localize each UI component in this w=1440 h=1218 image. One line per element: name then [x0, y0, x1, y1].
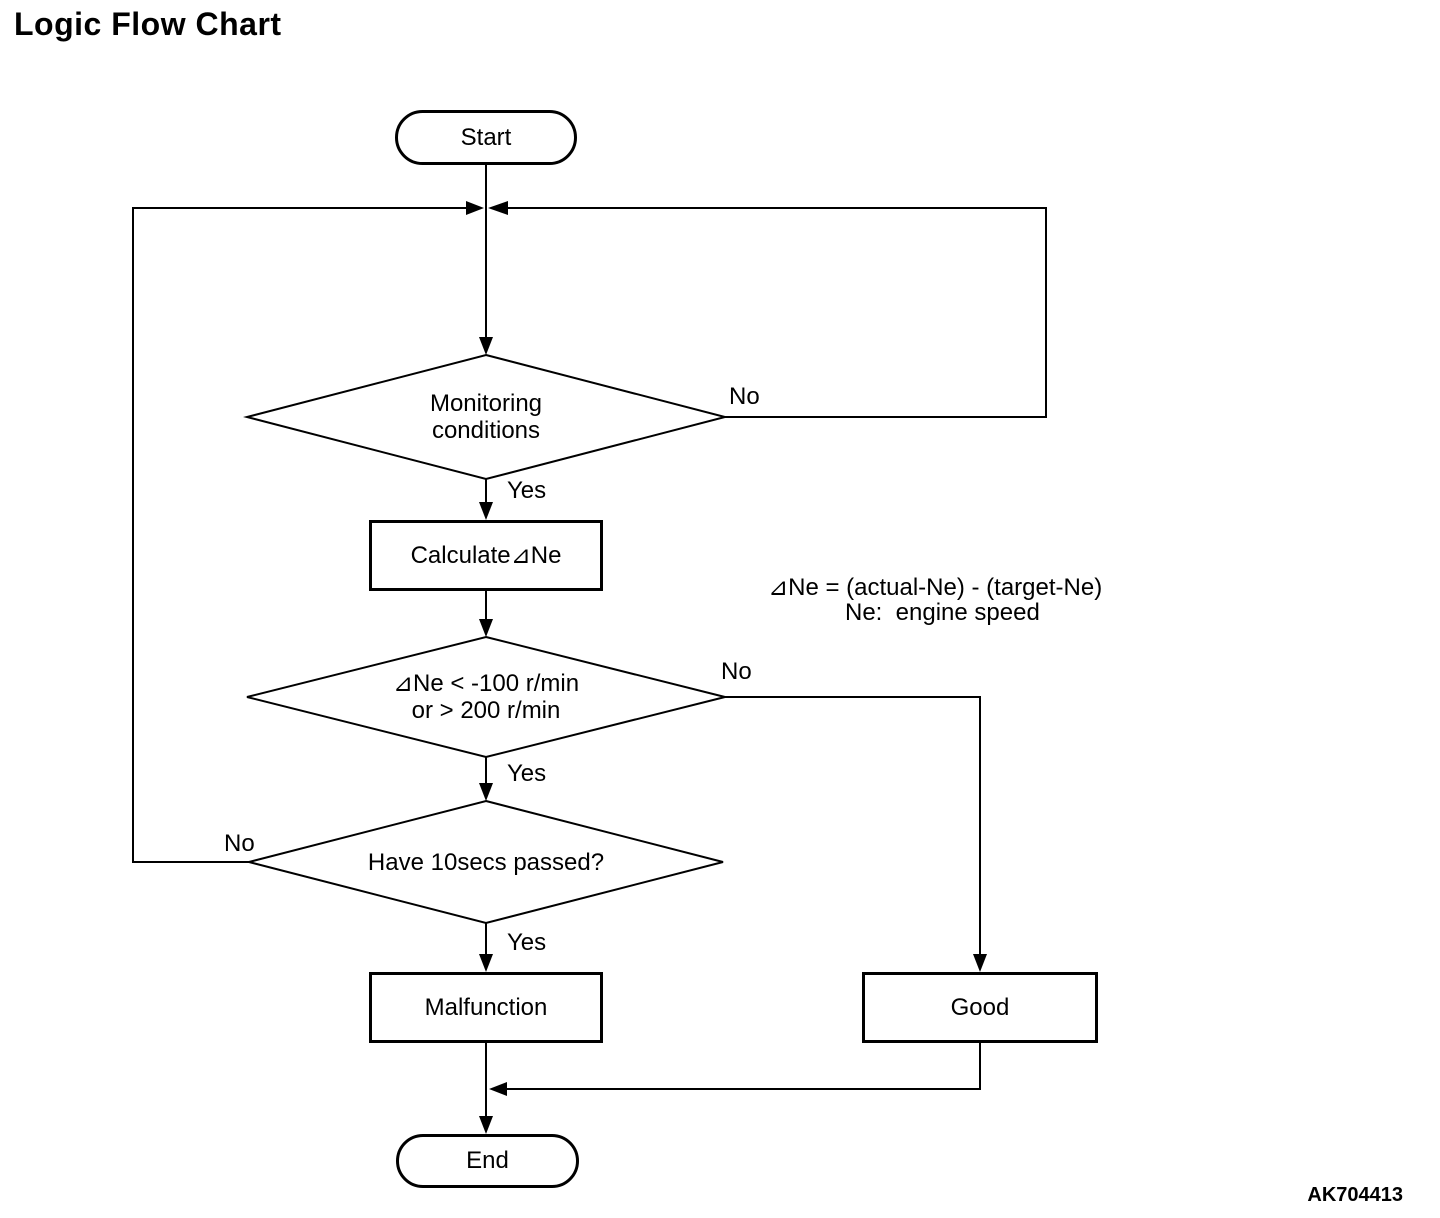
- ten-secs-yes-label: Yes: [507, 929, 547, 956]
- ten-secs-decision-label: Have 10secs passed?: [336, 849, 636, 876]
- loop-right-line: [508, 207, 1047, 418]
- calculate-node: Calculate⊿Ne: [369, 520, 603, 591]
- delta-no-line: [725, 696, 981, 955]
- end-node-label: End: [466, 1147, 509, 1174]
- loop-left-line: [132, 207, 466, 863]
- start-node: Start: [395, 110, 577, 165]
- page-title: Logic Flow Chart: [14, 6, 282, 42]
- calculate-to-delta-arrowhead: [479, 619, 493, 637]
- monitoring-decision-label: Monitoring conditions: [336, 390, 636, 444]
- engine-speed-note: Ne: engine speed: [845, 599, 1040, 626]
- good-node: Good: [862, 972, 1098, 1043]
- delta-no-label: No: [721, 658, 752, 685]
- monitoring-yes-label: Yes: [507, 477, 547, 504]
- loop-right-arrowhead: [488, 201, 508, 215]
- ten-secs-yes-arrowhead: [479, 954, 493, 972]
- delta-yes-label: Yes: [507, 760, 547, 787]
- figure-code: AK704413: [1307, 1184, 1403, 1206]
- ten-secs-label-text: Have 10secs passed?: [367, 849, 605, 876]
- end-node: End: [396, 1134, 579, 1188]
- monitoring-yes-arrowhead: [479, 502, 493, 520]
- malfunction-node: Malfunction: [369, 972, 603, 1043]
- start-node-label: Start: [460, 123, 512, 151]
- monitoring-label-line1: Monitoring: [429, 390, 543, 417]
- loop-left-arrowhead: [466, 201, 484, 215]
- delta-yes-arrowhead: [479, 783, 493, 801]
- start-to-monitoring-arrowhead: [479, 337, 493, 355]
- delta-ne-decision-label: ⊿Ne < -100 r/min or > 200 r/min: [336, 670, 636, 724]
- calculate-node-label: Calculate⊿Ne: [410, 542, 562, 569]
- good-merge-arrowhead: [489, 1082, 507, 1096]
- malfunction-node-label: Malfunction: [424, 993, 548, 1021]
- monitoring-label-line2: conditions: [431, 417, 541, 444]
- delta-ne-label-line2: or > 200 r/min: [411, 697, 561, 724]
- good-node-label: Good: [950, 993, 1010, 1021]
- delta-no-arrowhead: [973, 954, 987, 972]
- monitoring-no-label: No: [729, 383, 760, 410]
- good-merge-line: [507, 1043, 981, 1090]
- ten-secs-no-label: No: [224, 830, 255, 857]
- malfunction-to-end-arrowhead: [479, 1116, 493, 1134]
- delta-ne-formula-note: ⊿Ne = (actual-Ne) - (target-Ne): [768, 574, 1103, 601]
- delta-ne-label-line1: ⊿Ne < -100 r/min: [392, 670, 580, 697]
